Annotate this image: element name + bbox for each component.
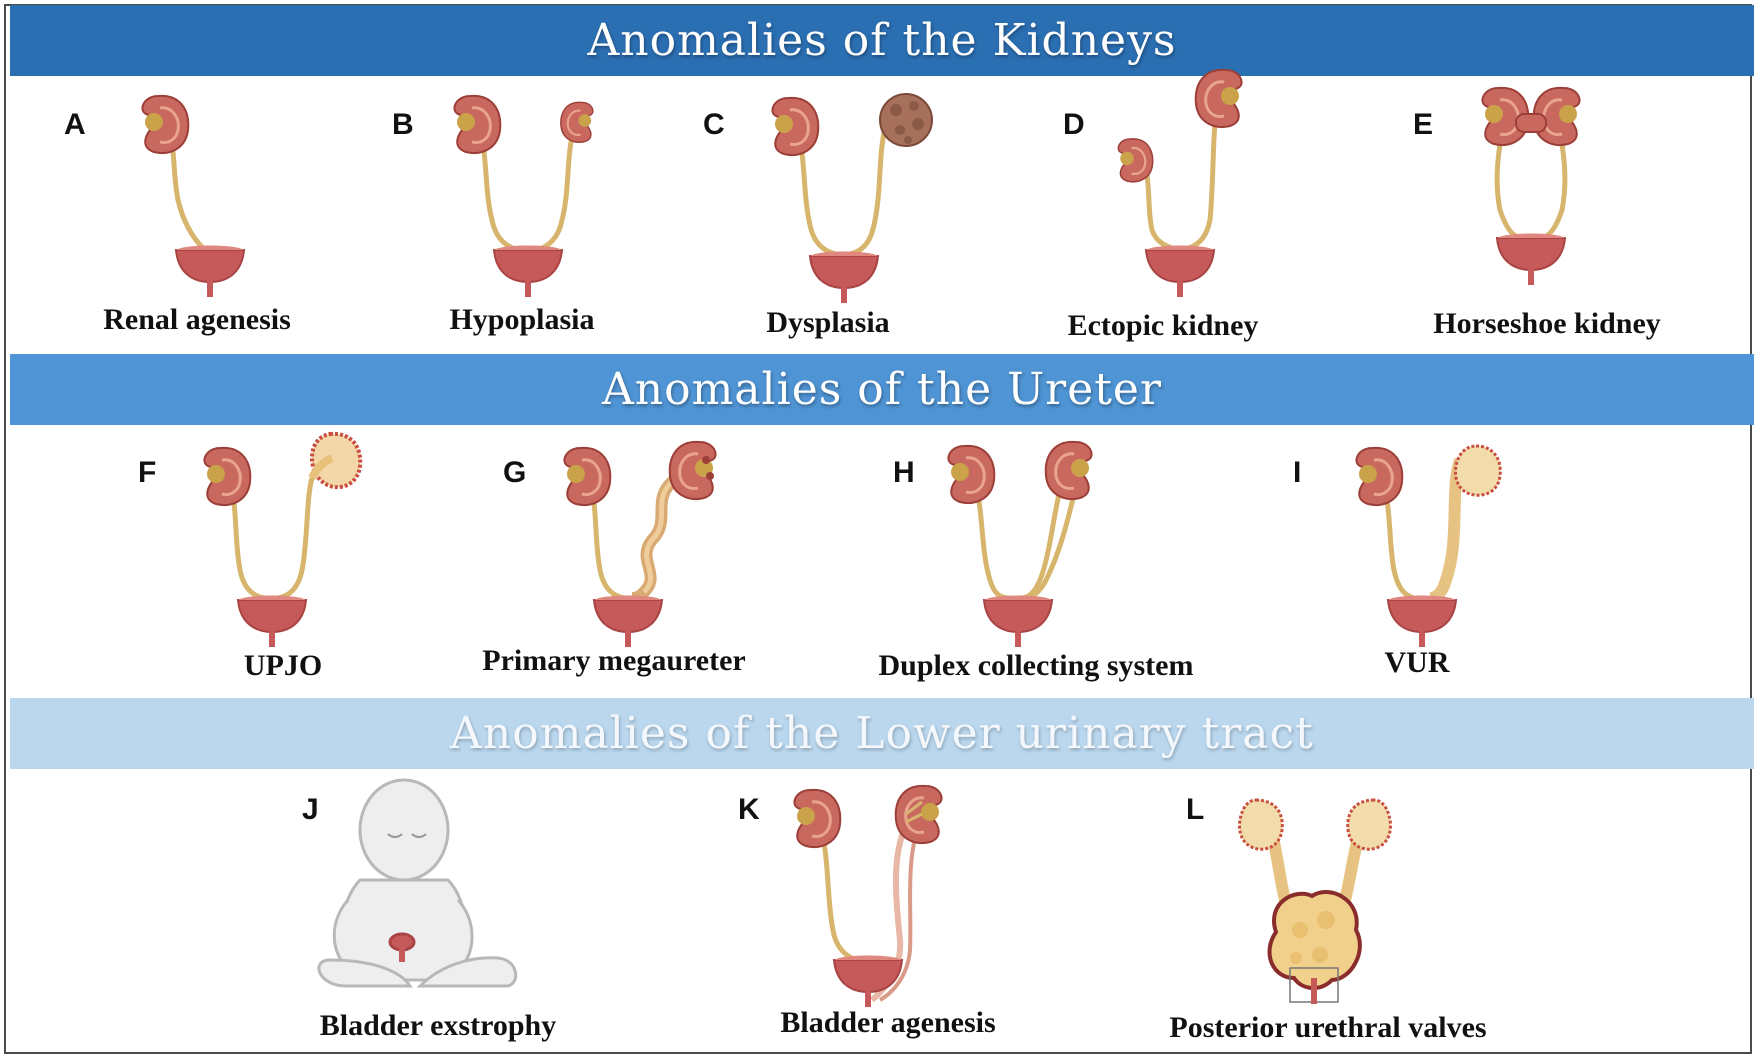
section-title: Anomalies of the Lower urinary tract <box>450 708 1314 759</box>
hydronephrotic-kidney <box>308 431 363 490</box>
section-title: Anomalies of the Ureter <box>601 364 1163 415</box>
panel-letter-i: I <box>1293 456 1302 489</box>
section-header-ureter: Anomalies of the Ureter <box>10 354 1754 425</box>
ureter-diagram-i <box>1354 444 1502 648</box>
caption-duplex-collecting-system: Duplex collecting system <box>878 649 1194 682</box>
caption-horseshoe-kidney: Horseshoe kidney <box>1433 307 1661 340</box>
panel-letter-b: B <box>392 108 414 141</box>
panel-letter-d: D <box>1063 108 1085 141</box>
section-title: Anomalies of the Kidneys <box>587 15 1177 66</box>
panel-letter-j: J <box>302 793 319 826</box>
caption-bladder-exstrophy: Bladder exstrophy <box>319 1009 557 1042</box>
ureter-diagram-h <box>946 442 1091 648</box>
caption-posterior-urethral-valves: Posterior urethral valves <box>1169 1011 1487 1044</box>
baby-illustration-j <box>317 778 517 988</box>
caption-ectopic-kidney: Ectopic kidney <box>1067 309 1259 342</box>
panel-letter-a: A <box>64 108 86 141</box>
panel-letter-h: H <box>893 456 915 489</box>
caption-primary-megaureter: Primary megaureter <box>482 644 746 677</box>
kidney-diagram-d <box>1117 70 1241 298</box>
ureter-diagram-f <box>202 431 363 648</box>
panel-letter-e: E <box>1413 108 1434 141</box>
panel-letter-c: C <box>703 108 725 141</box>
section-header-lower-urinary-tract: Anomalies of the Lower urinary tract <box>10 698 1754 769</box>
dysplastic-kidney <box>879 93 933 147</box>
panel-letter-g: G <box>503 456 527 489</box>
panel-letter-l: L <box>1186 793 1205 826</box>
section-header-kidneys: Anomalies of the Kidneys <box>10 5 1754 76</box>
panel-letter-f: F <box>138 456 157 489</box>
ureter-diagram-g <box>562 442 715 648</box>
caption-upjo: UPJO <box>243 649 323 682</box>
caption-hypoplasia: Hypoplasia <box>449 303 595 336</box>
panel-letter-k: K <box>738 793 760 826</box>
bladder-diagram-l <box>1238 798 1392 1004</box>
caption-bladder-agenesis: Bladder agenesis <box>780 1006 996 1039</box>
kidney-diagram-b <box>452 94 592 298</box>
kidney-diagram-c <box>770 93 933 304</box>
kidney-diagram-a <box>140 94 245 298</box>
bladder-diagram-k <box>792 786 941 1008</box>
kidney-diagram-e <box>1480 86 1579 286</box>
caption-vur: VUR <box>1384 646 1450 679</box>
caption-dysplasia: Dysplasia <box>766 306 890 339</box>
caption-renal-agenesis: Renal agenesis <box>103 303 291 336</box>
